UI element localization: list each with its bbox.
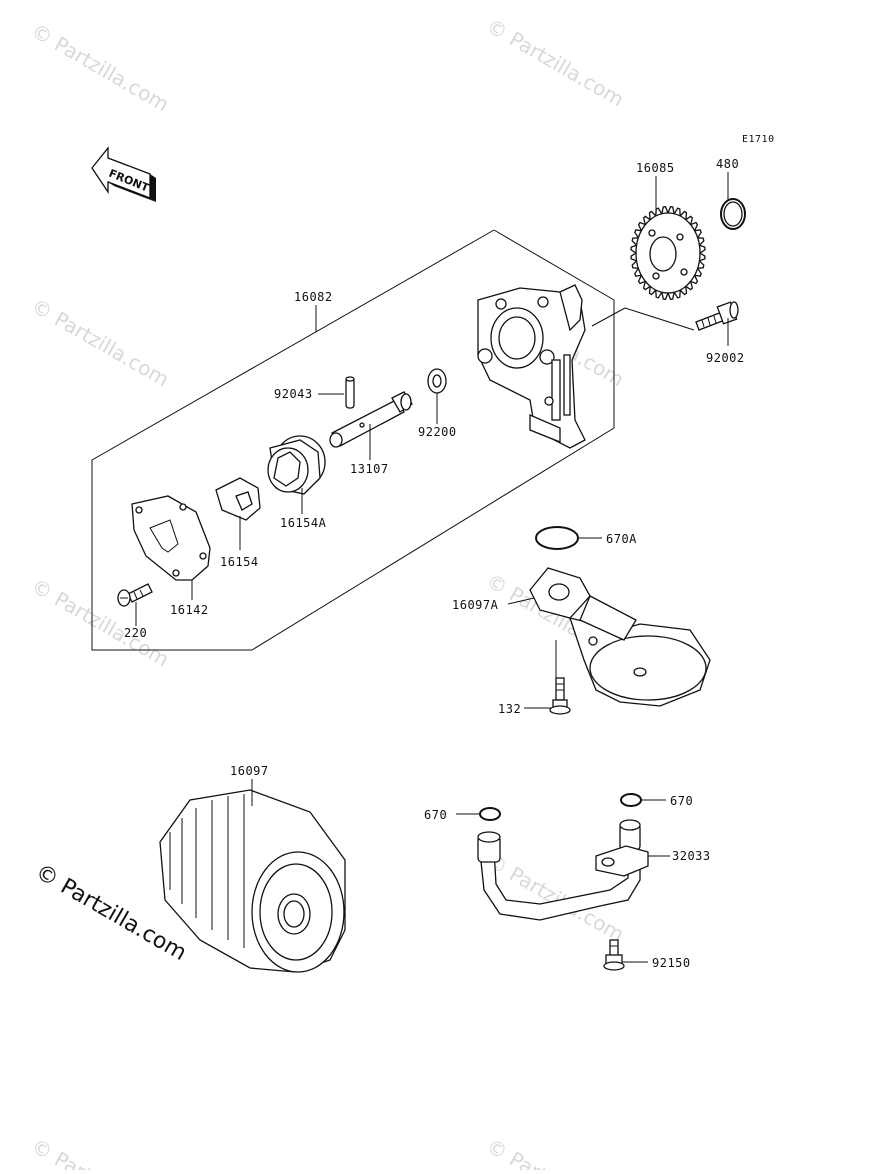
label-16097[interactable]: 16097 [230,764,269,778]
watermark: © Partzilla.com [28,574,174,672]
label-13107[interactable]: 13107 [350,462,389,476]
watermark: © Partzilla.com [28,294,174,392]
label-670-left[interactable]: 670 [424,808,447,822]
part-labels: 16085 480 16082 92002 92043 92200 13107 … [124,157,745,970]
label-92043[interactable]: 92043 [274,387,313,401]
washer-92200[interactable] [427,368,447,394]
o-ring-670A[interactable] [535,526,579,550]
oil-pipe-32033[interactable] [477,819,649,921]
circlip-480[interactable] [720,198,746,230]
bolt-92150[interactable] [603,939,625,971]
bolt-132[interactable] [549,677,571,715]
label-92150[interactable]: 92150 [652,956,691,970]
label-16082[interactable]: 16082 [294,290,333,304]
label-132[interactable]: 132 [498,702,521,716]
assembly-outline [91,229,615,651]
diagram-code: E1710 [742,134,775,145]
label-16097A[interactable]: 16097A [452,598,499,612]
cover-16142[interactable] [131,495,211,581]
label-16142[interactable]: 16142 [170,603,209,617]
label-92200[interactable]: 92200 [418,425,457,439]
pin-92043[interactable] [345,376,355,409]
label-16085[interactable]: 16085 [636,161,675,175]
oil-filter-16097[interactable] [159,789,346,973]
watermark: © Partzilla.com [28,1134,174,1170]
outer-rotor-16154A[interactable] [267,435,326,495]
label-16154A[interactable]: 16154A [280,516,327,530]
label-92002[interactable]: 92002 [706,351,745,365]
watermark: © Partzilla.com [483,1134,629,1170]
label-16154[interactable]: 16154 [220,555,259,569]
label-670A[interactable]: 670A [606,532,637,546]
shaft-13107[interactable] [329,391,413,448]
screw-220[interactable] [117,583,153,607]
label-220[interactable]: 220 [124,626,147,640]
label-480[interactable]: 480 [716,157,739,171]
inner-rotor-16154[interactable] [215,477,261,521]
label-32033[interactable]: 32033 [672,849,711,863]
leader-lines [135,172,729,963]
oil-pump-body[interactable] [477,284,586,449]
oil-strainer-16097A[interactable] [529,567,711,707]
front-arrow-icon: FRONT [91,146,156,202]
sprocket-16085[interactable] [630,205,706,301]
watermark: © Partzilla.com [483,14,629,112]
bolt-92002[interactable] [695,301,739,331]
o-ring-670-right[interactable] [620,793,642,807]
o-ring-670-left[interactable] [479,807,501,821]
watermark: © Partzilla.com [28,19,174,117]
label-670-right[interactable]: 670 [670,794,693,808]
